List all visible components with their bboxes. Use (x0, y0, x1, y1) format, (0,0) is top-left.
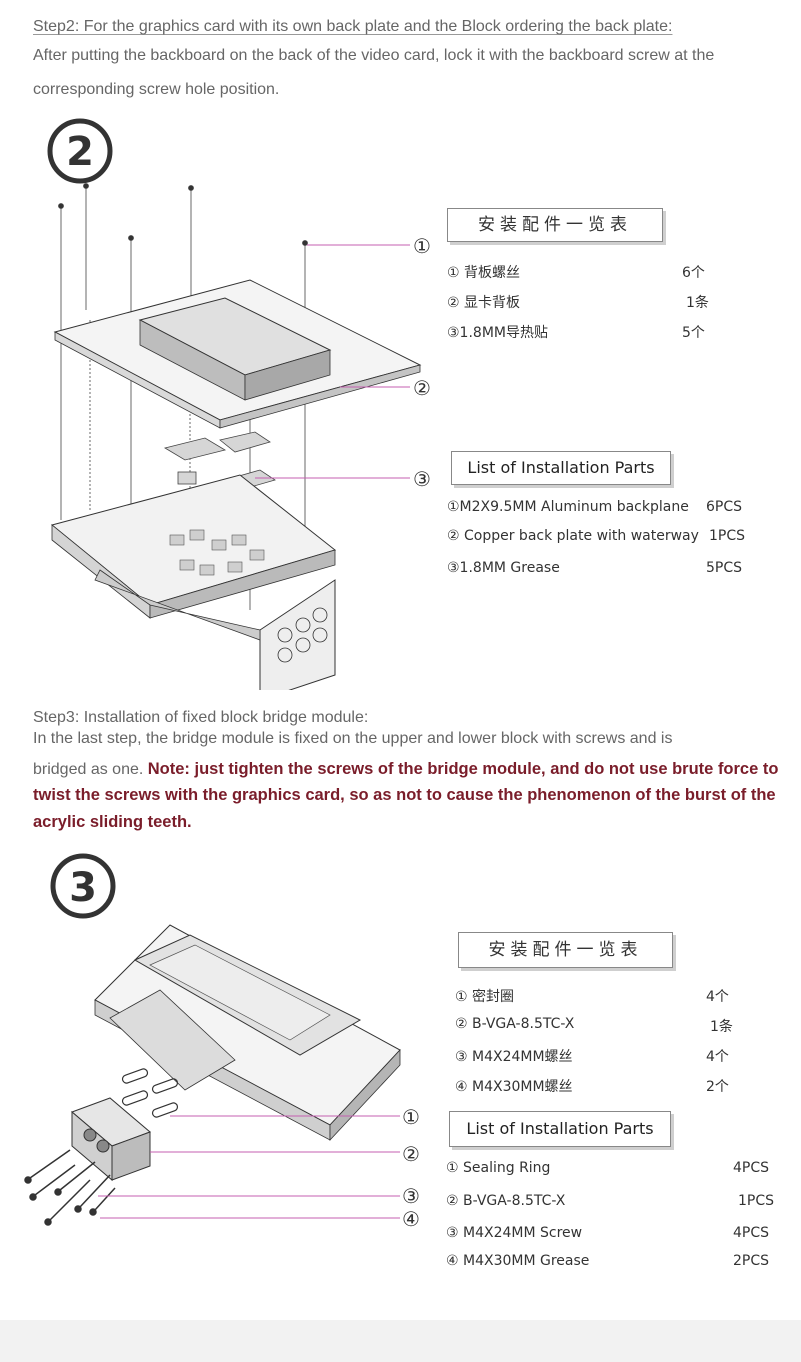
step2-en-row-3-qty: 5PCS (706, 560, 743, 576)
step3-en-row-2-qty: 1PCS (738, 1193, 775, 1209)
backplate (53, 279, 422, 429)
step2-callout-lines (255, 244, 410, 479)
step3-cn-table-title: 安装配件一览表 (458, 932, 673, 968)
step2-en-row-2-label: ② Copper back plate with waterway (447, 528, 699, 544)
step3-badge-number: 3 (69, 865, 97, 911)
step3-callout-4: ④ (402, 1207, 420, 1231)
step2-callout-3: ③ (413, 467, 431, 491)
step2-en-row-1-qty: 6PCS (706, 499, 743, 515)
graphics-card (50, 474, 337, 690)
step3-description-line1: In the last step, the bridge module is f… (33, 730, 673, 747)
step3-cn-row-2-label: ② B-VGA-8.5TC-X (455, 1016, 575, 1032)
step2-en-row-2-qty: 1PCS (709, 528, 746, 544)
step3-cn-row-3-label: ③ M4X24MM螺丝 (455, 1049, 573, 1065)
step3-callout-2: ② (402, 1142, 420, 1166)
step2-cn-row-2: ② 显卡背板 (447, 292, 520, 312)
step2-cn-row-1-qty: 6个 (682, 265, 705, 281)
step3-en-row-2-label: ② B-VGA-8.5TC-X (446, 1193, 566, 1209)
step3-note-line3: acrylic sliding teeth. (33, 813, 192, 831)
step2-en-table-title: List of Installation Parts (451, 451, 671, 485)
sealing-rings (121, 1068, 179, 1118)
step3-note-line1: Note: just tighten the screws of the bri… (147, 760, 779, 778)
step2-cn-row-3-qty: 5个 (682, 325, 705, 341)
step2-callout-1: ① (413, 234, 431, 258)
step2-callout-2: ② (413, 376, 431, 400)
step3-en-row-3-label: ③ M4X24MM Screw (446, 1225, 583, 1241)
step3-cn-row-4-qty: 2个 (706, 1079, 729, 1095)
step3-badge: 3 (50, 853, 116, 919)
step2-en-row-1-label: ①M2X9.5MM Aluminum backplane (447, 499, 689, 515)
step3-exploded-diagram: 3 ① ② ③ (24, 853, 420, 1231)
step3-note-line2: twist the screws with the graphics card,… (33, 786, 776, 804)
step2-badge: 2 (47, 118, 113, 184)
step2-description-line1: After putting the backboard on the back … (33, 47, 715, 64)
step2-cn-row-1-label: ① 背板螺丝 (447, 265, 521, 281)
step2-badge-number: 2 (66, 129, 94, 175)
step3-cn-row-1-label: ① 密封圈 (455, 989, 515, 1005)
step3-callout-3: ③ (402, 1184, 420, 1208)
step3-en-row-1-label: ① Sealing Ring (446, 1160, 551, 1176)
bridge-module (71, 1097, 151, 1182)
step3-en-table-title: List of Installation Parts (449, 1111, 671, 1147)
step3-cn-row-4-label: ④ M4X30MM螺丝 (455, 1079, 573, 1095)
step3-cn-row-1-qty: 4个 (706, 989, 729, 1005)
step3-cn-row-2-qty: 1条 (710, 1019, 733, 1035)
step3-en-row-1-qty: 4PCS (733, 1160, 770, 1176)
step3-description-line2: bridged as one. Note: just tighten the s… (33, 758, 778, 781)
step3-title: Step3: Installation of fixed block bridg… (33, 709, 369, 726)
step2-cn-row-2-qty: 1条 (686, 295, 709, 311)
step2-description-line2: corresponding screw hole position. (33, 81, 280, 98)
step2-en-row-3-label: ③1.8MM Grease (447, 560, 560, 576)
step2-title: Step2: For the graphics card with its ow… (33, 18, 673, 35)
footer-band (0, 1320, 801, 1362)
bridge-screws (24, 1149, 116, 1226)
step2-cn-row-2-label: ② 显卡背板 (447, 295, 521, 311)
step3-callout-lines (98, 1115, 400, 1219)
step2-cn-row-3: ③1.8MM导热贴 (447, 322, 548, 342)
step3-callout-1: ① (402, 1105, 420, 1129)
step2-exploded-diagram: 2 (47, 118, 431, 690)
step3-en-row-4-label: ④ M4X30MM Grease (446, 1253, 590, 1269)
step3-cn-row-3-qty: 4个 (706, 1049, 729, 1065)
graphics-card-with-block (94, 924, 401, 1142)
step3-description-plain: bridged as one. (33, 761, 148, 778)
step2-cn-row-3-label: ③1.8MM导热贴 (447, 325, 548, 341)
step2-cn-table-title: 安装配件一览表 (447, 208, 663, 242)
step3-en-row-3-qty: 4PCS (733, 1225, 770, 1241)
step2-cn-row-1: ① 背板螺丝 (447, 262, 520, 282)
step3-en-row-4-qty: 2PCS (733, 1253, 770, 1269)
